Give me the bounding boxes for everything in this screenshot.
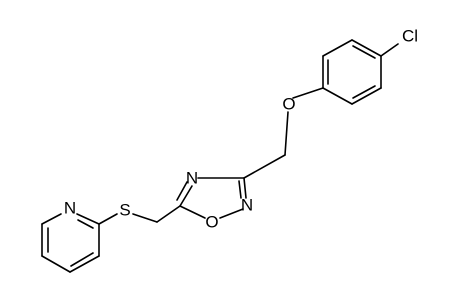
atom-label-s: S	[119, 201, 130, 220]
atom-label-n-oxadiazole: N	[241, 196, 253, 215]
double-bond-inner	[77, 219, 94, 229]
atom-label-n-oxadiazole: N	[186, 169, 198, 188]
atom-label-o-ether: O	[282, 95, 295, 114]
bond	[243, 177, 247, 199]
bond	[351, 39, 382, 57]
double-bond-inner	[70, 252, 94, 267]
pyridine-ring	[41, 213, 100, 273]
bond	[69, 255, 100, 273]
double-bond-inner	[352, 85, 376, 99]
bond	[219, 208, 244, 219]
atom-label-cl: Cl	[402, 27, 418, 46]
oxadiazole-ring	[176, 177, 247, 219]
double-bond-inner	[238, 180, 242, 199]
double-bond-inner	[176, 181, 188, 201]
bond	[179, 205, 206, 219]
double-bond-inner	[352, 45, 376, 59]
atom-label-n-pyridine: N	[64, 199, 76, 218]
bond-s-pyridine	[98, 213, 118, 225]
bond-oxadiazole-ch2	[156, 205, 181, 223]
bond	[322, 87, 353, 105]
bond-ch2-s	[132, 213, 158, 223]
bond-o-ch2	[284, 111, 289, 156]
bond	[41, 255, 71, 273]
chlorophenyl-ring	[322, 39, 382, 105]
bond-ring-o	[292, 87, 324, 99]
bond-ch2-oxadiazole	[243, 154, 286, 179]
bond-c-cl	[380, 43, 399, 57]
bond	[179, 185, 193, 207]
atom-label-o-oxadiazole: O	[205, 213, 218, 232]
bond	[351, 87, 382, 105]
bond	[76, 213, 100, 225]
bond	[322, 39, 353, 57]
bond	[41, 213, 62, 225]
